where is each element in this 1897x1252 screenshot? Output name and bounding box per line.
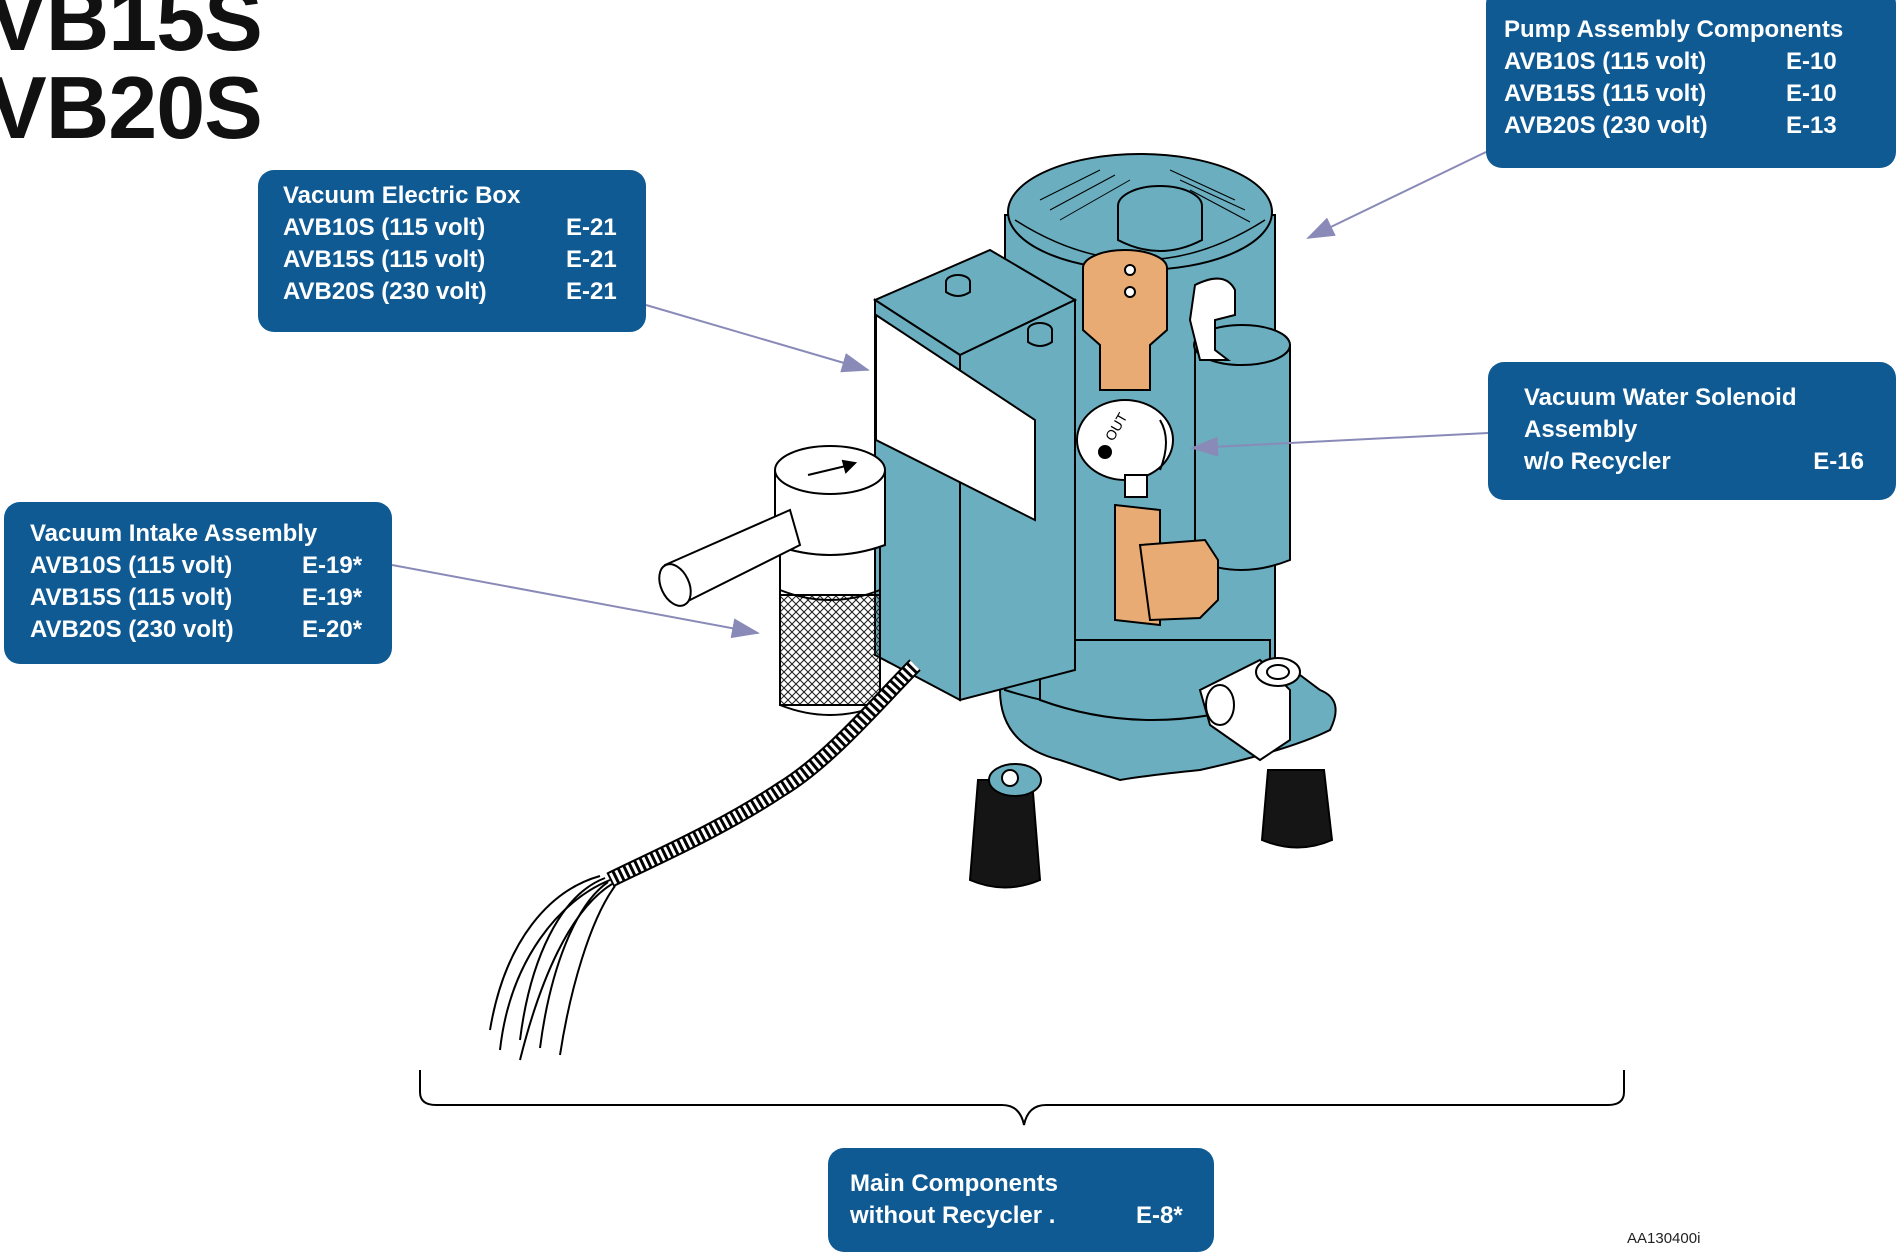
- leader-lines: [391, 151, 1489, 639]
- main-components-line-2: without Recycler .: [850, 1202, 1056, 1229]
- main-components-callout: Main Components without Recycler . E-8*: [828, 1148, 1214, 1252]
- electric-box-row-code: E-21: [566, 214, 617, 241]
- electric-box-row-code: E-21: [566, 246, 617, 273]
- intake-row-code: E-20*: [302, 616, 363, 643]
- rubber-feet: [968, 769, 1334, 889]
- intake-callout: Vacuum Intake Assembly AVB10S (115 volt)…: [4, 502, 392, 664]
- solenoid-valve: [1076, 249, 1236, 627]
- pump-row-code: E-10: [1786, 80, 1837, 107]
- solenoid-subtitle: w/o Recycler: [1524, 448, 1671, 475]
- vacuum-intake: [658, 445, 886, 716]
- wires: [489, 875, 616, 1061]
- pump-row-model: AVB10S (115 volt): [1504, 48, 1707, 75]
- pump-row-model: AVB15S (115 volt): [1504, 80, 1707, 107]
- intake-row-model: AVB15S (115 volt): [30, 584, 233, 611]
- electric-box-heading: Vacuum Electric Box: [283, 182, 521, 209]
- pump-row-code: E-13: [1786, 112, 1837, 139]
- solenoid-heading-line-2: Assembly: [1524, 416, 1638, 443]
- electric-box-row-model: AVB10S (115 volt): [283, 214, 486, 241]
- solenoid-code: E-16: [1813, 448, 1864, 475]
- main-components-code: E-8*: [1136, 1202, 1183, 1229]
- model-title-line-2: VB20S: [0, 58, 263, 157]
- electric-box: [872, 248, 1078, 702]
- pump-row-code: E-10: [1786, 48, 1837, 75]
- solenoid-heading-line-1: Vacuum Water Solenoid: [1524, 384, 1797, 411]
- pump-row-model: AVB20S (230 volt): [1504, 112, 1708, 139]
- intake-row-model: AVB10S (115 volt): [30, 552, 233, 579]
- model-title-line-1: VB15S: [0, 0, 263, 69]
- outlet-elbow: [1198, 657, 1301, 762]
- intake-heading: Vacuum Intake Assembly: [30, 520, 318, 547]
- conduit: [606, 659, 921, 888]
- solenoid-callout: Vacuum Water Solenoid Assembly w/o Recyc…: [1488, 362, 1896, 500]
- electric-box-callout: Vacuum Electric Box AVB10S (115 volt) E-…: [258, 170, 646, 332]
- intake-row-model: AVB20S (230 volt): [30, 616, 234, 643]
- electric-box-row-model: AVB15S (115 volt): [283, 246, 486, 273]
- pump-assembly-heading: Pump Assembly Components: [1504, 16, 1844, 43]
- main-bracket: [419, 1070, 1625, 1126]
- intake-row-code: E-19*: [302, 584, 363, 611]
- figure-id: AA130400i: [1627, 1230, 1701, 1247]
- pump-assembly-callout: Pump Assembly Components AVB10S (115 vol…: [1486, 0, 1896, 168]
- intake-row-code: E-19*: [302, 552, 363, 579]
- electric-box-row-code: E-21: [566, 278, 617, 305]
- main-components-line-1: Main Components: [850, 1170, 1058, 1197]
- electric-box-row-model: AVB20S (230 volt): [283, 278, 487, 305]
